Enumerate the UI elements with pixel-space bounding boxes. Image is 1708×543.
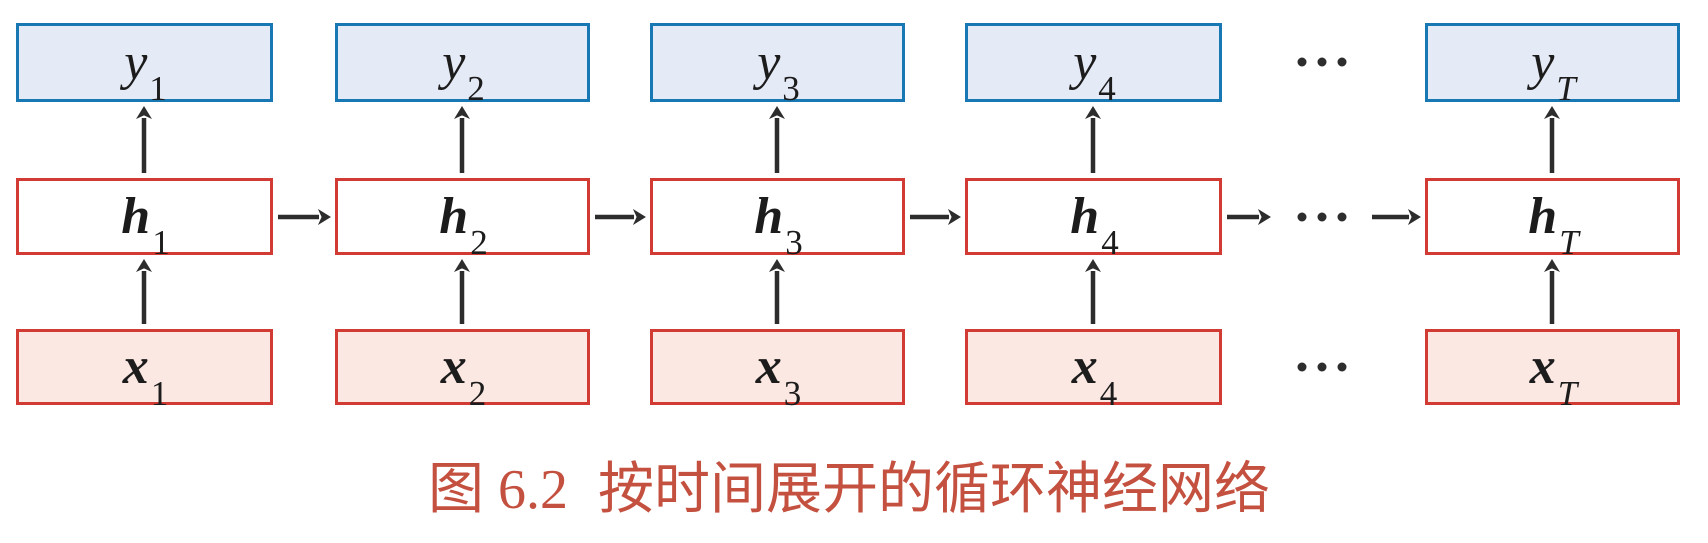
node-xT: xT [1425, 329, 1680, 413]
ellipsis-y-row [1297, 57, 1347, 67]
node-y4-label: y4 [1073, 33, 1116, 109]
node-hT: hT [1425, 178, 1680, 263]
node-x2-label: x2 [440, 338, 487, 413]
node-h2: h2 [335, 178, 590, 263]
node-h1-label: h1 [121, 187, 170, 263]
node-hT-label: hT [1528, 187, 1579, 263]
node-y3-label: y3 [757, 33, 800, 109]
node-h3: h3 [650, 178, 905, 263]
node-x1-label: x1 [122, 338, 169, 413]
ellipsis-x-row [1297, 362, 1347, 372]
node-h4: h4 [965, 178, 1222, 263]
node-x3-label: x3 [755, 338, 802, 413]
node-yT: yT [1425, 23, 1680, 109]
node-h1: h1 [16, 178, 273, 263]
node-y2: y2 [335, 23, 590, 109]
node-x3: x3 [650, 329, 905, 413]
figure-caption: 图 6.2 按时间展开的循环神经网络 [428, 462, 1270, 518]
node-y3: y3 [650, 23, 905, 109]
node-y4: y4 [965, 23, 1222, 109]
node-x4: x4 [965, 329, 1222, 413]
figure-caption-title: 按时间展开的循环神经网络 [598, 459, 1270, 521]
figure-caption-number: 图 6.2 [428, 459, 568, 521]
node-yT-label: yT [1531, 33, 1576, 109]
node-x4-label: x4 [1071, 338, 1118, 413]
node-y1: y1 [16, 23, 273, 109]
ellipsis-h-row [1297, 212, 1347, 222]
node-x2: x2 [335, 329, 590, 413]
node-y2-label: y2 [442, 33, 485, 109]
node-x1: x1 [16, 329, 273, 413]
node-h4-label: h4 [1070, 187, 1119, 263]
node-y1-label: y1 [124, 33, 167, 109]
node-h2-label: h2 [439, 187, 488, 263]
node-xT-label: xT [1529, 338, 1578, 413]
node-h3-label: h3 [754, 187, 803, 263]
